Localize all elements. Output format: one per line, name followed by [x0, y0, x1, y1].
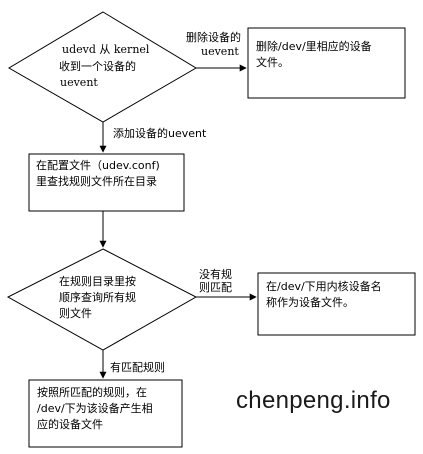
box-rule-create-line2: /dev/下为该设备产生相: [37, 402, 153, 415]
box-rule-create-line3: 应的设备文件: [37, 418, 103, 431]
edge-remove-label-line2: uevent: [201, 45, 239, 58]
edge-no-match-label-line2: 则匹配: [199, 281, 232, 294]
box-kernel-name-shape: [257, 272, 416, 336]
watermark-text: chenpeng.info: [236, 387, 391, 414]
box-config-line2: 里查找规则文件所在目录: [36, 175, 157, 188]
decision-rules-line1: 在规则目录里按: [59, 275, 136, 288]
box-remove-line2: 文件。: [256, 56, 289, 69]
decision-receive-line1: udevd 从 kernel: [62, 43, 150, 56]
edge-match-label: 有匹配规则: [110, 361, 165, 374]
decision-rules-line3: 则文件: [59, 307, 92, 320]
decision-rules-line2: 顺序查询所有规: [59, 291, 136, 304]
box-kernel-name-line1: 在/dev/下用内核设备名: [266, 280, 382, 293]
box-config-shape: [28, 153, 185, 212]
box-remove-line1: 删除/dev/里相应的设备: [256, 40, 372, 53]
decision-receive-line2: 收到一个设备的: [59, 60, 136, 73]
box-kernel-name-line2: 称作为设备文件。: [266, 296, 354, 309]
box-remove-shape: [247, 27, 406, 99]
edge-add-label: 添加设备的uevent: [113, 127, 207, 140]
edge-no-match-label-line1: 没有规: [199, 268, 232, 281]
box-rule-create-shape: [28, 379, 183, 448]
decision-receive-line3: uevent: [60, 76, 98, 89]
box-rule-create-line1: 按照所匹配的规则，在: [37, 386, 147, 399]
edge-remove-label-line1: 删除设备的: [186, 31, 241, 44]
box-config-line1: 在配置文件（udev.conf): [36, 159, 160, 172]
